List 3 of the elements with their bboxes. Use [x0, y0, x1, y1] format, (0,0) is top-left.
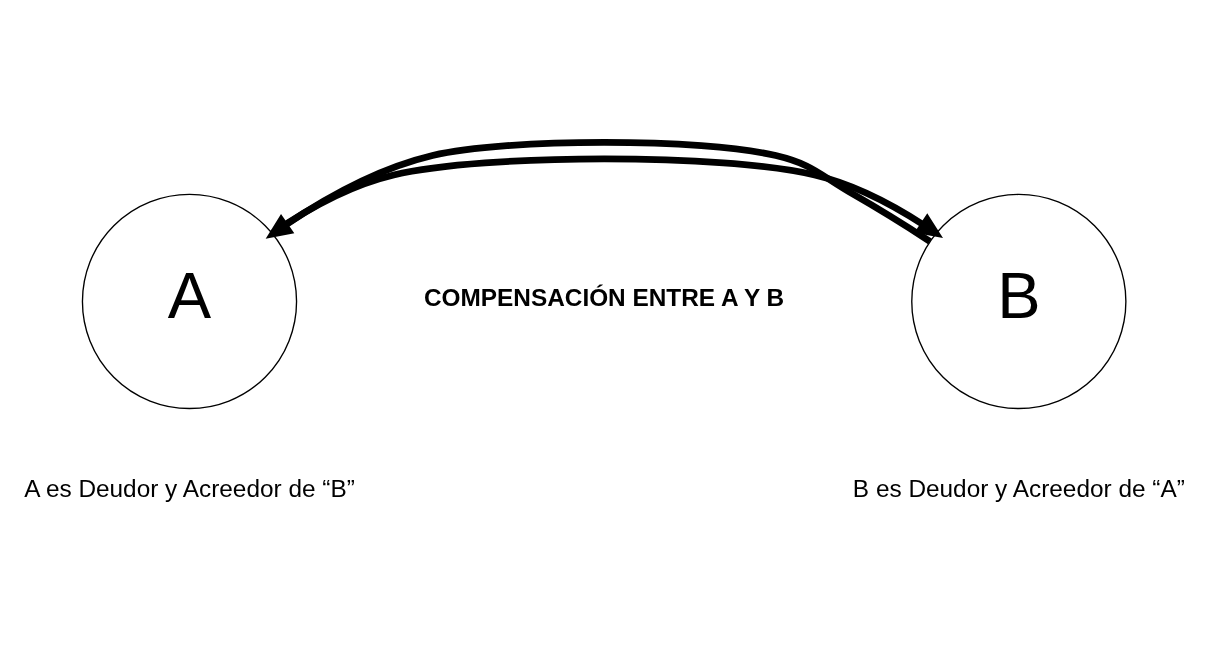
label: COMPENSACIÓN ENTRE A Y B [423, 283, 785, 311]
label: B es Deudor y Acreedor de “A” [852, 474, 1185, 502]
label: A es Deudor y Acreedor de “B” [24, 474, 355, 502]
